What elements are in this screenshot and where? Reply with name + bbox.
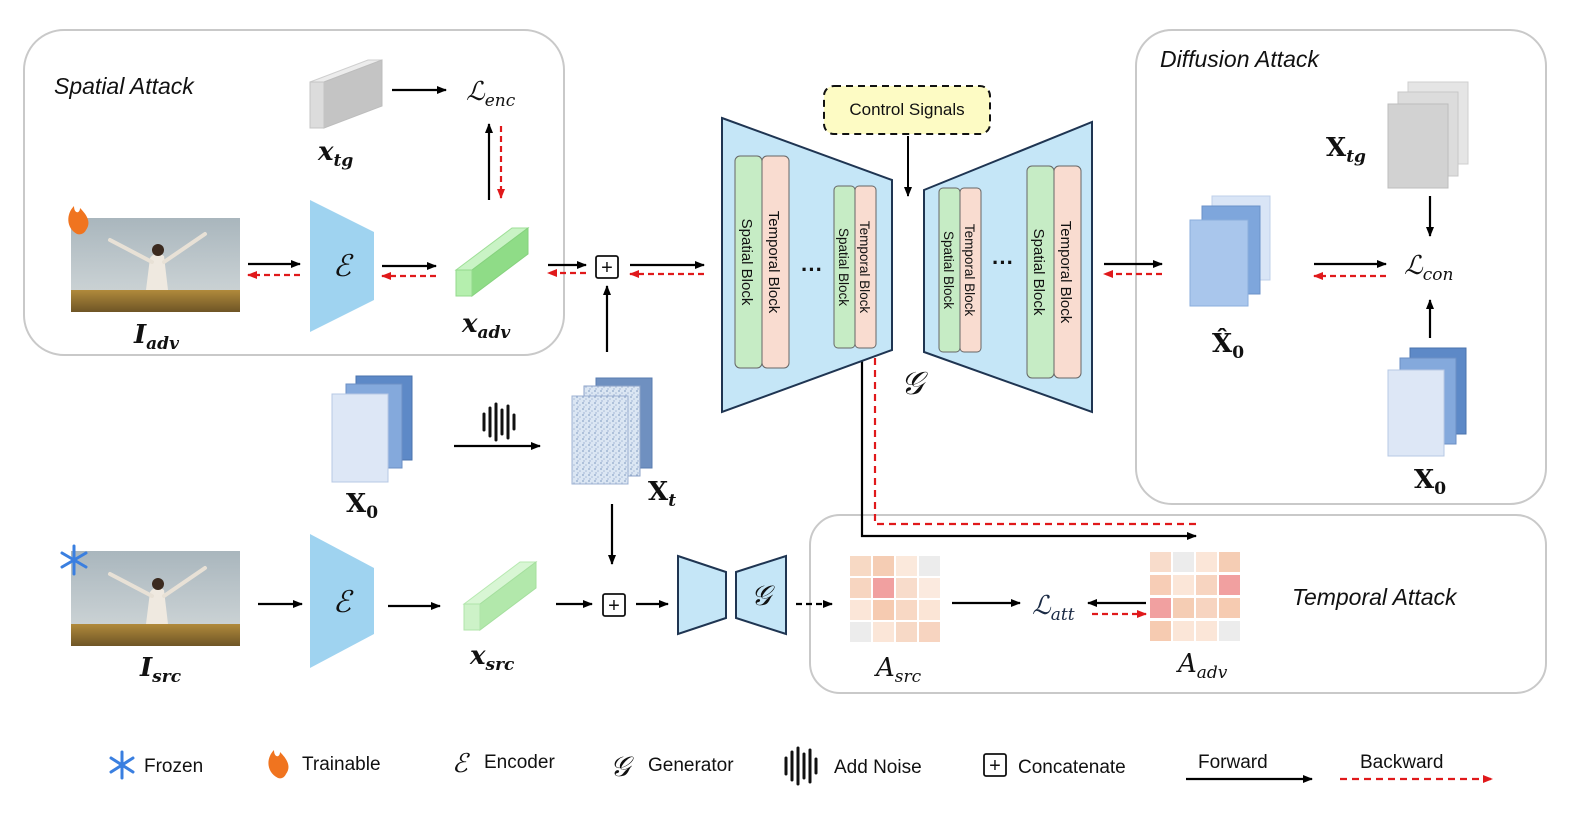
- x-src-label: xsrc: [469, 641, 515, 675]
- legend-generator-symbol: 𝒢: [610, 750, 634, 783]
- control-signals-box: [823, 85, 991, 135]
- legend-forward: Forward: [1198, 752, 1268, 773]
- temporal-block-2: [854, 185, 877, 349]
- encoder-spatial-symbol: ℰ: [333, 249, 354, 284]
- add-noise-icon: [784, 746, 818, 786]
- temporal-block-1-label: Temporal Block: [765, 211, 782, 314]
- x0-right-label: X0: [1414, 465, 1446, 499]
- x0-hat-label: X̂0: [1212, 328, 1244, 363]
- svg-text:+: +: [989, 755, 1001, 777]
- add-noise-icon: [482, 402, 516, 442]
- legend-encoder-symbol: ℰ: [452, 749, 470, 779]
- adversarial-image: [71, 218, 240, 312]
- x-tg-video-stack: [1387, 81, 1469, 189]
- i-src-label: Isrc: [139, 653, 182, 687]
- legend: Frozen Trainable ℰ Encoder 𝒢 Generator A…: [109, 746, 1493, 786]
- spatial-block-1-label: Spatial Block: [738, 219, 755, 306]
- x-adv-latent-bar: [454, 227, 530, 297]
- small-generator-unet: [677, 554, 787, 636]
- l-att-label: ℒatt: [1032, 591, 1075, 625]
- fire-icon: [268, 750, 289, 779]
- x0-clean-video-stack: [331, 375, 413, 483]
- a-src-label: Asrc: [874, 653, 922, 687]
- a-adv-attention-map: [1150, 552, 1240, 641]
- a-adv-label: Aadv: [1176, 649, 1228, 683]
- fire-icon: [68, 206, 89, 235]
- temporal-block-1: [761, 155, 790, 369]
- spatial-block-2-label: Spatial Block: [836, 228, 851, 306]
- legend-generator: Generator: [648, 755, 734, 776]
- legend-encoder: Encoder: [484, 752, 555, 773]
- x-src-latent-bar: [462, 561, 538, 631]
- encoder-source-symbol: ℰ: [333, 585, 354, 620]
- xt-label: Xt: [648, 477, 676, 511]
- control-signals-label: Control Signals: [849, 100, 964, 119]
- legend-backward: Backward: [1360, 752, 1443, 773]
- svg-text:+: +: [601, 257, 613, 279]
- encoder-source: [310, 534, 374, 668]
- spatial-block-4-label: Spatial Block: [1030, 229, 1047, 316]
- x-tg-label: xtg: [317, 137, 353, 171]
- legend-concat: Concatenate: [1018, 757, 1126, 778]
- svg-text:+: +: [608, 595, 620, 617]
- x-tg-diffusion-label: Xtg: [1326, 133, 1366, 167]
- a-src-attention-map: [850, 556, 940, 642]
- x0-mid-label: X0: [346, 489, 378, 523]
- x0-hat-predicted-stack: [1189, 195, 1271, 307]
- unet-right-ellipsis: ···: [992, 250, 1014, 275]
- legend-noise: Add Noise: [834, 757, 922, 778]
- diffusion-attack-title: Diffusion Attack: [1160, 46, 1320, 72]
- i-adv-label: Iadv: [133, 320, 180, 354]
- concat-bottom: +: [602, 593, 626, 617]
- x-tg-latent-bar: [309, 59, 383, 129]
- temporal-block-2-label: Temporal Block: [857, 221, 872, 314]
- l-con-label: ℒcon: [1404, 251, 1453, 285]
- x0-target-clean-stack: [1387, 347, 1467, 457]
- temporal-block-3-label: Temporal Block: [962, 224, 977, 317]
- spatial-block-3-label: Spatial Block: [941, 231, 956, 309]
- concat-top: +: [595, 255, 619, 279]
- legend-frozen: Frozen: [144, 756, 203, 777]
- temporal-attack-title: Temporal Attack: [1292, 584, 1458, 610]
- temporal-block-4-label: Temporal Block: [1057, 221, 1074, 324]
- attention-forward-path: [860, 350, 1197, 540]
- temporal-block-3: [959, 187, 982, 353]
- snowflake-icon: [109, 750, 135, 780]
- snowflake-icon: [60, 544, 88, 576]
- xt-noisy-video-stack: [571, 377, 653, 485]
- concatenate-icon: +: [983, 753, 1007, 777]
- x-adv-label: xadv: [461, 309, 511, 343]
- encoder-spatial: [310, 200, 374, 332]
- source-image: [71, 551, 240, 646]
- unet-left-ellipsis: ···: [801, 257, 823, 282]
- spatial-attack-title: Spatial Attack: [54, 73, 195, 99]
- l-enc-label: ℒenc: [466, 77, 516, 111]
- main-generator-label: 𝒢: [901, 364, 929, 402]
- legend-trainable: Trainable: [302, 754, 381, 775]
- temporal-block-4: [1053, 165, 1082, 379]
